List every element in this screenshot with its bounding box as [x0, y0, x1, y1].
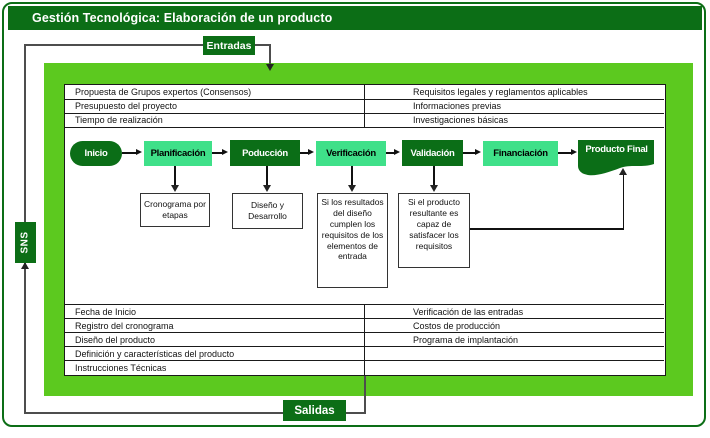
input-cell: Requisitos legales y reglamentos aplicab… [364, 85, 664, 100]
title-bar: Gestión Tecnológica: Elaboración de un p… [8, 6, 702, 30]
note-verificacion-condicion: Si los resultados del diseño cumplen los… [317, 193, 388, 288]
feedback-arrow-up-icon [619, 168, 627, 175]
flow-step-verificacion: Verificación [316, 141, 386, 166]
flow-arrow-right-icon [222, 149, 228, 155]
note-arrow-down-icon [171, 185, 179, 192]
note-connector [351, 166, 353, 187]
note-arrow-down-icon [348, 185, 356, 192]
document-shape-icon [578, 140, 654, 176]
inputs-table: Propuesta de Grupos expertos (Consensos)… [65, 85, 664, 128]
flow-arrow-right-icon [475, 149, 481, 155]
feedback-line-vertical [622, 174, 624, 229]
entradas-label: Entradas [203, 36, 255, 55]
page-title: Gestión Tecnológica: Elaboración de un p… [32, 11, 333, 25]
loop-line-bottom [24, 412, 366, 414]
output-cell: Diseño del producto [65, 332, 365, 347]
output-cell: Registro del cronograma [65, 318, 365, 333]
flow-connector [386, 152, 395, 154]
flow-step-produccion: Poducción [230, 140, 300, 166]
flow-step-inicio: Inicio [70, 141, 122, 166]
note-arrow-down-icon [263, 185, 271, 192]
output-cell: Instrucciones Técnicas [65, 360, 365, 375]
flow-connector [558, 152, 572, 154]
loop-line-top [25, 44, 271, 46]
flow-arrow-right-icon [136, 149, 142, 155]
flow-arrow-right-icon [571, 149, 577, 155]
input-cell: Presupuesto del proyecto [65, 99, 365, 114]
note-arrow-down-icon [430, 185, 438, 192]
page-border [2, 2, 706, 427]
output-cell: Programa de implantación [364, 332, 664, 347]
note-connector [266, 166, 268, 187]
salidas-label: Salidas [283, 400, 346, 421]
feedback-line-horizontal [470, 228, 624, 230]
flow-arrow-right-icon [394, 149, 400, 155]
table-row: Registro del cronograma Costos de produc… [65, 318, 664, 333]
flow-connector [463, 152, 476, 154]
note-validacion-condicion: Si el producto resultante es capaz de sa… [398, 193, 470, 268]
flow-step-producto-final: Producto Final [578, 140, 655, 180]
flow-connector [212, 152, 223, 154]
input-cell: Informaciones previas [364, 99, 664, 114]
process-inner-panel: Propuesta de Grupos expertos (Consensos)… [64, 84, 666, 376]
note-connector [433, 166, 435, 187]
table-row: Fecha de Inicio Verificación de las entr… [65, 304, 664, 319]
output-cell: Fecha de Inicio [65, 304, 365, 319]
sns-label: SNS [15, 222, 36, 263]
table-row: Presupuesto del proyecto Informaciones p… [65, 99, 664, 114]
table-row: Instrucciones Técnicas [65, 360, 664, 375]
entradas-arrow-down-icon [266, 64, 274, 71]
flow-connector [122, 152, 137, 154]
sns-arrow-up-icon [21, 262, 29, 269]
output-cell: Verificación de las entradas [364, 304, 664, 319]
flow-step-financiacion: Financiación [483, 141, 558, 166]
output-cell: Definición y características del product… [65, 346, 365, 361]
output-cell [364, 346, 664, 361]
note-connector [174, 166, 176, 187]
input-cell: Tiempo de realización [65, 113, 365, 128]
note-cronograma: Cronograma por etapas [140, 193, 210, 227]
loop-line-entradas-drop [269, 44, 271, 66]
outputs-table: Fecha de Inicio Verificación de las entr… [65, 304, 664, 375]
flow-step-planificacion: Planificación [144, 141, 212, 166]
table-row: Definición y características del product… [65, 346, 664, 361]
flow-step-validacion: Validación [402, 140, 463, 166]
output-cell [364, 360, 664, 375]
table-row: Diseño del producto Programa de implanta… [65, 332, 664, 347]
flow-connector [300, 152, 309, 154]
flow-arrow-right-icon [308, 149, 314, 155]
output-cell: Costos de producción [364, 318, 664, 333]
input-cell: Investigaciones básicas [364, 113, 664, 128]
note-diseno-desarrollo: Diseño y Desarrollo [232, 193, 303, 229]
table-row: Propuesta de Grupos expertos (Consensos)… [65, 85, 664, 100]
loop-line-salidas-riser [364, 376, 366, 414]
table-row: Tiempo de realización Investigaciones bá… [65, 113, 664, 128]
input-cell: Propuesta de Grupos expertos (Consensos) [65, 85, 365, 100]
